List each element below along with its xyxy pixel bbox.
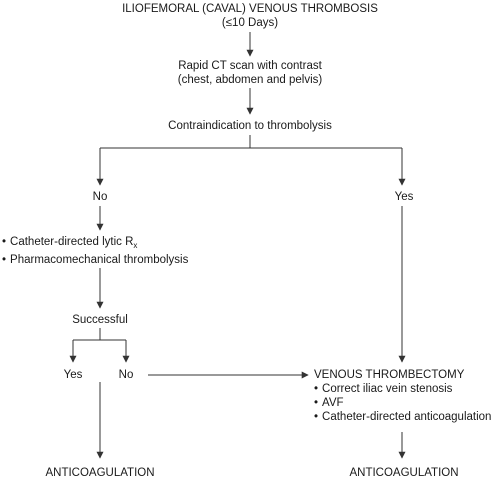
thrombectomy-item: AVF bbox=[314, 396, 491, 410]
successful-label: Successful bbox=[72, 314, 128, 326]
lytic-options-list: Catheter-directed lytic Rx Pharmacomecha… bbox=[2, 235, 188, 267]
lytic-option-pharmacomechanical: Pharmacomechanical thrombolysis bbox=[2, 253, 188, 267]
anticoagulation-left: ANTICOAGULATION bbox=[45, 467, 155, 479]
title-box: ILIOFEMORAL (CAVAL) VENOUS THROMBOSIS (≤… bbox=[122, 2, 378, 30]
title-line-2: (≤10 Days) bbox=[221, 17, 279, 29]
lytic-option-catheter-text: Catheter-directed lytic R bbox=[10, 236, 134, 248]
success-no-label: No bbox=[118, 369, 134, 381]
contraindication-label: Contraindication to thrombolysis bbox=[168, 120, 332, 132]
success-yes-label: Yes bbox=[63, 369, 83, 381]
title-line-1: ILIOFEMORAL (CAVAL) VENOUS THROMBOSIS bbox=[122, 3, 378, 15]
branch-yes-label: Yes bbox=[394, 191, 414, 203]
thrombectomy-item: Correct iliac vein stenosis bbox=[314, 382, 491, 396]
thrombectomy-box: VENOUS THROMBECTOMY Correct iliac vein s… bbox=[314, 368, 491, 424]
anticoagulation-right: ANTICOAGULATION bbox=[349, 467, 459, 479]
ct-scan-box: Rapid CT scan with contrast (chest, abdo… bbox=[178, 59, 322, 87]
thrombectomy-title: VENOUS THROMBECTOMY bbox=[314, 369, 465, 381]
thrombectomy-item: Catheter-directed anticoagulation bbox=[314, 410, 491, 424]
lytic-option-catheter: Catheter-directed lytic Rx bbox=[2, 235, 188, 253]
branch-no-label: No bbox=[92, 191, 108, 203]
thrombectomy-list: Correct iliac vein stenosis AVF Catheter… bbox=[314, 382, 491, 424]
ct-scan-line-2: (chest, abdomen and pelvis) bbox=[177, 74, 323, 86]
ct-scan-line-1: Rapid CT scan with contrast bbox=[178, 60, 322, 72]
lytic-option-subscript: x bbox=[133, 241, 138, 250]
